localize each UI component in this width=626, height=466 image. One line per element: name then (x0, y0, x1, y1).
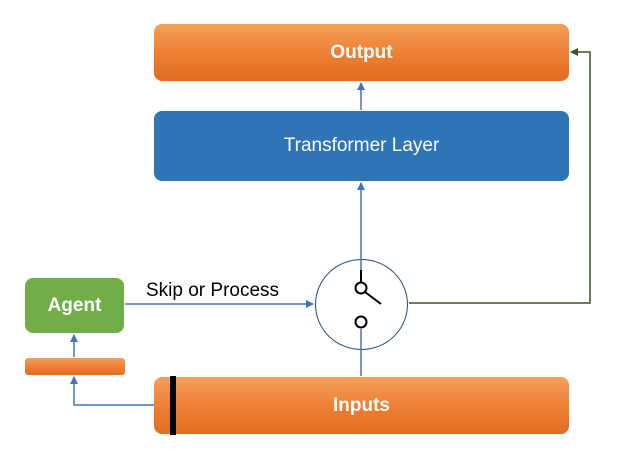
skip-or-process-label: Skip or Process (146, 280, 280, 301)
transformer-layer-label: Transformer Layer (283, 135, 440, 156)
inputs-to-agent-arrow (70, 376, 154, 406)
output-label: Output (330, 41, 393, 63)
switch-toggle-icon (354, 270, 382, 329)
inputs-label: Inputs (333, 394, 390, 416)
agent-label: Agent (47, 294, 102, 316)
transformer-layer-node: Transformer Layer (154, 111, 569, 181)
skip-path-arrow (409, 48, 591, 304)
inputs-node: Inputs (154, 377, 569, 434)
agent-node: Agent (25, 278, 124, 333)
output-node: Output (154, 24, 569, 81)
selected-token-marker (170, 376, 176, 435)
agent-input-bar (25, 358, 125, 375)
